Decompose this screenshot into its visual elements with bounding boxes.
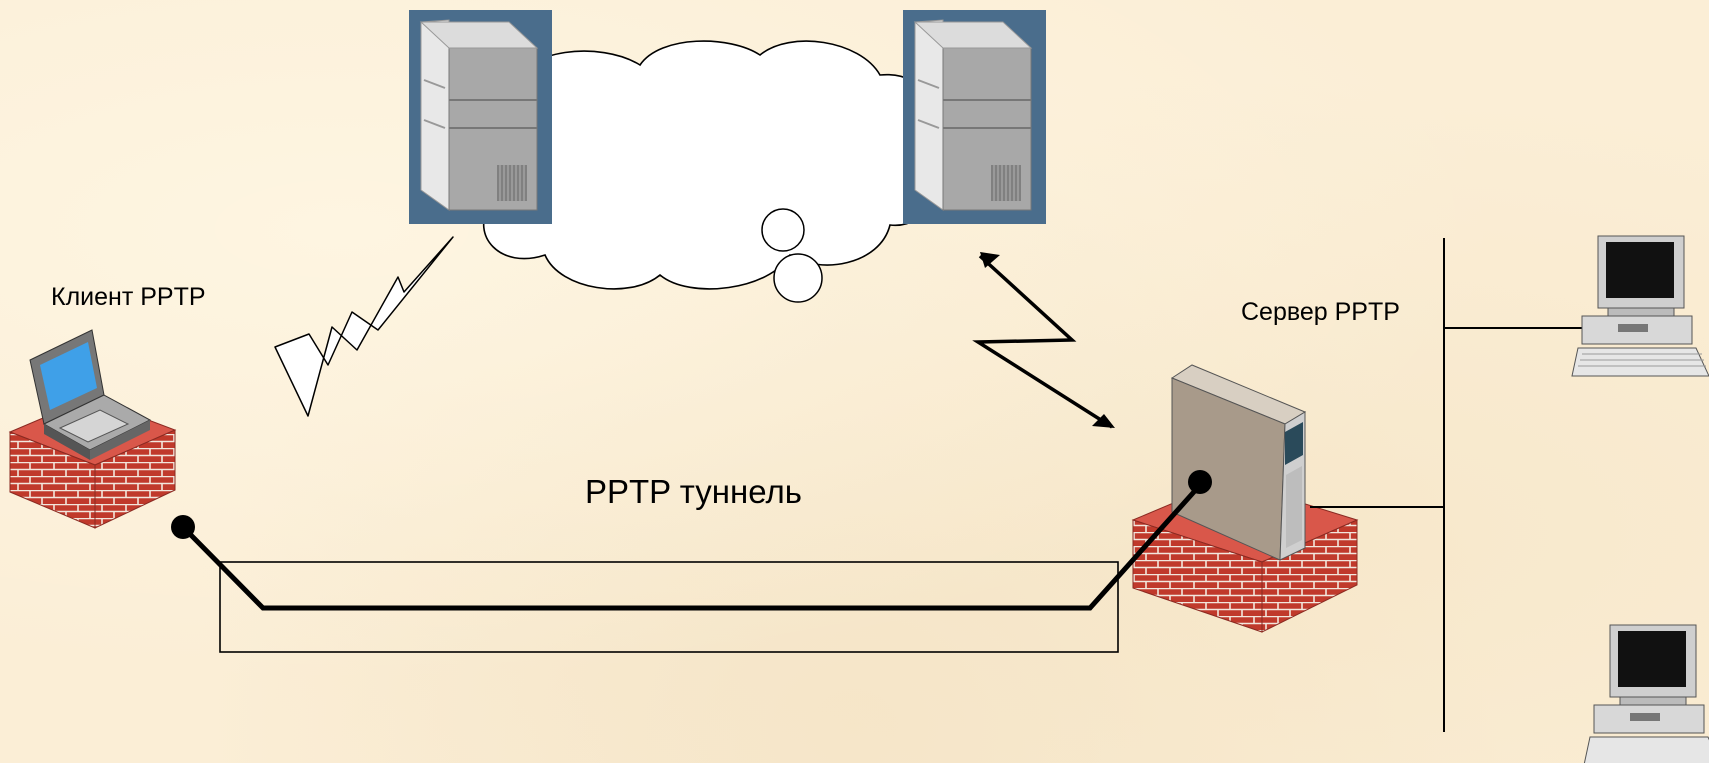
client-label: Клиент PPTP bbox=[51, 283, 206, 311]
laptop-icon bbox=[29, 329, 152, 460]
desktop-computer-icon bbox=[1583, 624, 1709, 763]
lightning-bolt-icon bbox=[274, 236, 454, 417]
tunnel-label: PPTP туннель bbox=[585, 473, 802, 510]
pptp-tunnel bbox=[171, 470, 1212, 653]
cloud-icon bbox=[463, 40, 940, 303]
server-label: Сервер PPTP bbox=[1241, 298, 1400, 326]
rack-server-icon bbox=[409, 10, 552, 224]
server-node bbox=[1131, 364, 1359, 633]
rack-server-icon bbox=[903, 10, 1046, 224]
tunnel-endpoint-server bbox=[1188, 470, 1212, 494]
tunnel-endpoint-client bbox=[171, 515, 195, 539]
lan-backbone bbox=[1310, 238, 1590, 732]
zigzag-link-arrow bbox=[972, 252, 1115, 429]
client-node bbox=[8, 329, 177, 529]
desktop-computer-icon bbox=[1571, 235, 1709, 377]
server-tower-icon bbox=[1170, 364, 1307, 561]
